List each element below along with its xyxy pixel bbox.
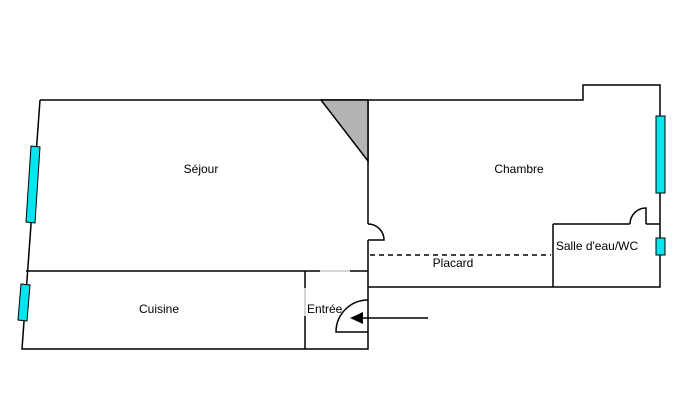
door-swings (335, 207, 647, 333)
window-sejour (25, 145, 41, 224)
room-label-chambre: Chambre (494, 162, 544, 176)
windows (17, 115, 666, 322)
room-label-sejour: Séjour (184, 162, 219, 176)
room-label-cuisine: Cuisine (139, 302, 179, 316)
window-cuisine (17, 283, 31, 322)
chimney-shaft (319, 99, 369, 164)
outer-walls (21, 84, 661, 350)
room-label-placard: Placard (433, 256, 474, 270)
entrance-arrow-icon (350, 312, 428, 324)
window-salle-eau (655, 237, 666, 256)
wall-openings (304, 270, 350, 316)
window-chambre (655, 115, 666, 194)
room-label-entree: Entrée (307, 302, 343, 316)
room-label-salle-eau: Salle d'eau/WC (556, 239, 639, 253)
